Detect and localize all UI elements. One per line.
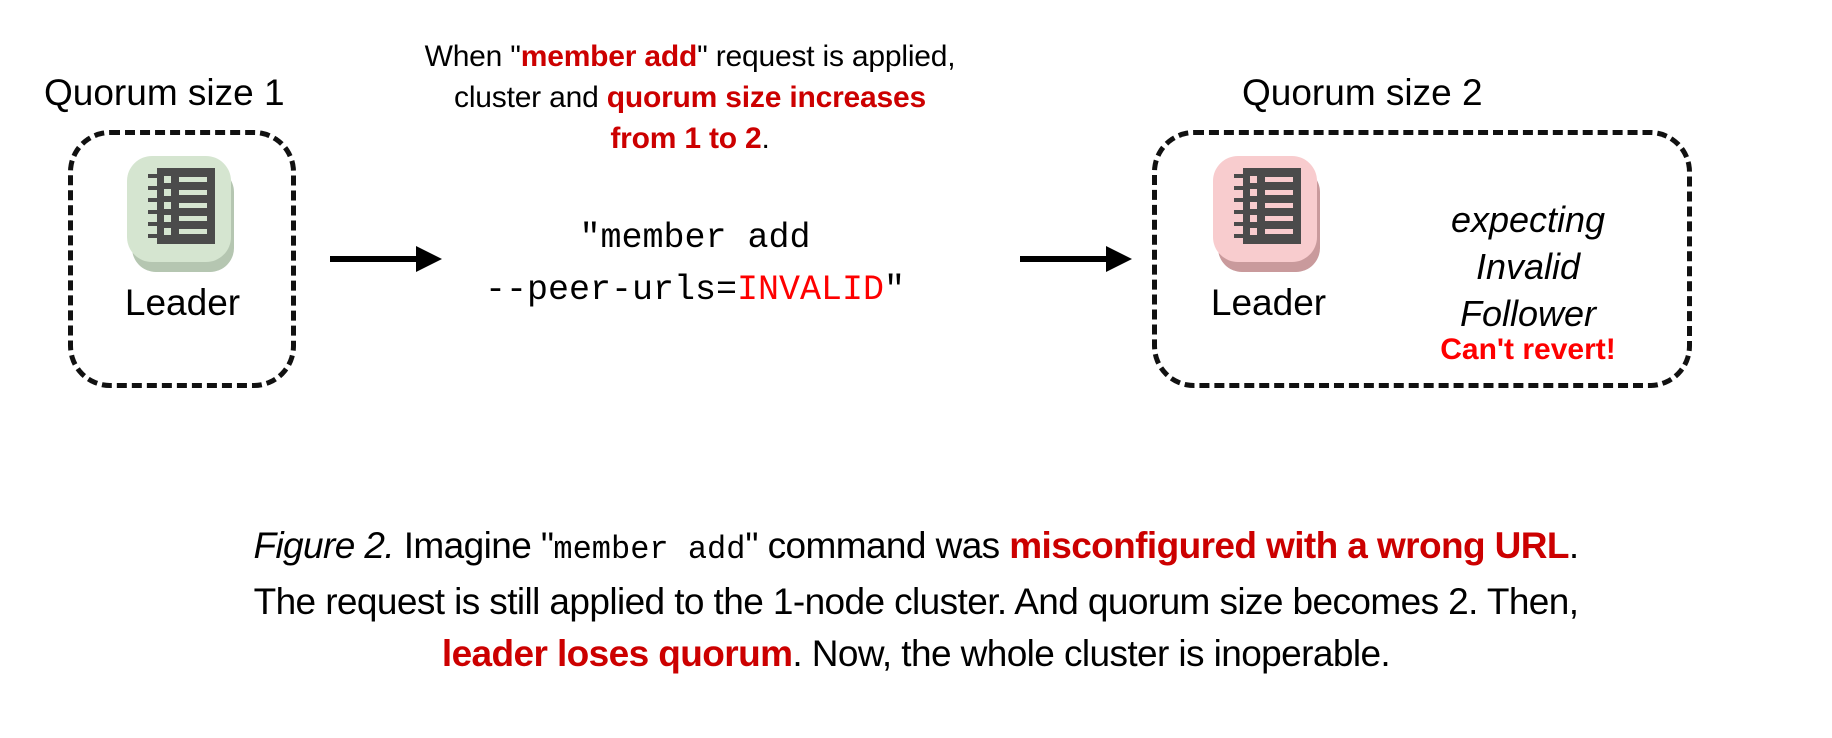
top-annotation-note: When "member add" request is applied, cl…: [390, 36, 990, 159]
server-rack-icon: [1212, 152, 1325, 276]
caption-emphasis-leader-loses-quorum: leader loses quorum: [441, 633, 793, 674]
right-node-label: Leader: [1210, 282, 1327, 323]
command-line-2: --peer-urls=INVALID": [484, 270, 906, 310]
figure-label: Figure 2.: [253, 525, 395, 566]
expecting-line-2: Invalid: [1475, 246, 1581, 287]
icon-body: [156, 168, 215, 244]
top-note-line1: When "member add" request is applied,: [424, 40, 956, 73]
left-cluster-title: Quorum size 1: [44, 72, 285, 113]
caption-line-2: The request is still applied to the 1-no…: [253, 581, 1579, 622]
command-line-1: "member add: [579, 218, 811, 258]
icon-body: [1242, 168, 1301, 244]
caption-mono-member-add: member add: [553, 531, 746, 568]
left-node-label: Leader: [124, 282, 241, 323]
arrow-right-icon: [1020, 246, 1132, 272]
expecting-follower-note: expecting Invalid Follower: [1388, 196, 1668, 337]
arrow-shaft: [1020, 256, 1108, 262]
left-cluster-boundary: [68, 130, 296, 388]
right-cluster-boundary: [1152, 130, 1692, 388]
arrow-head: [416, 246, 442, 272]
top-note-line2: cluster and quorum size increases: [454, 81, 926, 114]
top-note-emphasis-member-add: member add: [520, 40, 698, 73]
right-cluster-title: Quorum size 2: [1242, 72, 1483, 113]
cant-revert-warning: Can't revert!: [1440, 333, 1616, 366]
command-text: "member add --peer-urls=INVALID": [470, 212, 920, 316]
top-note-line3: from 1 to 2.: [610, 122, 770, 155]
arrow-right-icon: [330, 246, 442, 272]
caption-line-1: Figure 2. Imagine "member add" command w…: [253, 525, 1579, 568]
top-note-emphasis-quorum-increase: quorum size increases: [606, 81, 926, 114]
caption-emphasis-misconfigured: misconfigured with a wrong URL: [1009, 525, 1569, 566]
figure-caption: Figure 2. Imagine "member add" command w…: [60, 520, 1772, 680]
left-node: Leader: [90, 152, 275, 324]
server-rack-icon: [126, 152, 239, 276]
arrow-head: [1106, 246, 1132, 272]
expecting-line-3: Follower: [1459, 293, 1597, 334]
top-note-emphasis-from-1-to-2: from 1 to 2: [610, 122, 762, 155]
caption-line-3: leader loses quorum. Now, the whole clus…: [441, 633, 1391, 674]
command-invalid-token: INVALID: [737, 270, 885, 310]
right-node: Leader: [1176, 152, 1361, 324]
arrow-shaft: [330, 256, 418, 262]
expecting-line-1: expecting: [1450, 199, 1606, 240]
